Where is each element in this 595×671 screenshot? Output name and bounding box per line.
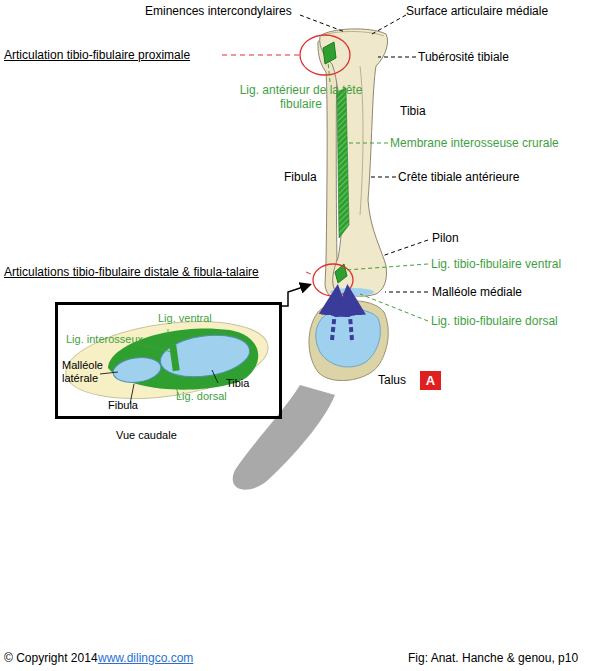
part-label: Surface articulaire médiale	[406, 4, 591, 18]
part-label: Malléole latérale	[62, 359, 107, 385]
joint-label: Articulation tibio-fibulaire proximale	[4, 48, 229, 62]
ligament-label: Lig. interosseux	[66, 333, 156, 346]
bone-label: Tibia	[226, 377, 266, 390]
figure-marker: A	[420, 371, 441, 390]
part-label: Crête tibiale antérieure	[398, 170, 568, 184]
website-link: www.dilingco.com	[98, 651, 218, 665]
copyright-note: © Copyright 2014	[4, 651, 99, 665]
ligament-label: Lig. ventral	[158, 312, 238, 325]
part-label: Tubérosité tibiale	[418, 50, 568, 64]
ligament-label: Lig. tibio-fibulaire dorsal	[431, 314, 595, 328]
joint-label: Articulations tibio-fibulaire distale & …	[4, 265, 314, 279]
ligament-label: Lig. dorsal	[176, 390, 246, 403]
part-label: Pilon	[432, 231, 492, 245]
inset-view-box: Lig. ventralLig. interosseuxMalléole lat…	[55, 302, 282, 419]
ligament-label: Lig. tibio-fibulaire ventral	[431, 257, 595, 271]
ligament-label: Membrane interosseuse crurale	[390, 136, 590, 150]
marker-letter: A	[420, 371, 441, 390]
bone-label: Talus	[378, 373, 418, 387]
part-label: Eminences intercondylaires	[145, 4, 315, 18]
view-heading: Vue caudale	[116, 429, 216, 442]
bone-label: Tibia	[400, 104, 460, 118]
bone-label: Fibula	[108, 399, 148, 412]
bone-label: Fibula	[284, 170, 334, 184]
part-label: Malléole médiale	[432, 285, 582, 299]
ligament-label: Lig. antérieur de la tête fibulaire	[236, 83, 366, 111]
figure-caption: Fig: Anat. Hanche & genou, p10	[408, 651, 593, 665]
